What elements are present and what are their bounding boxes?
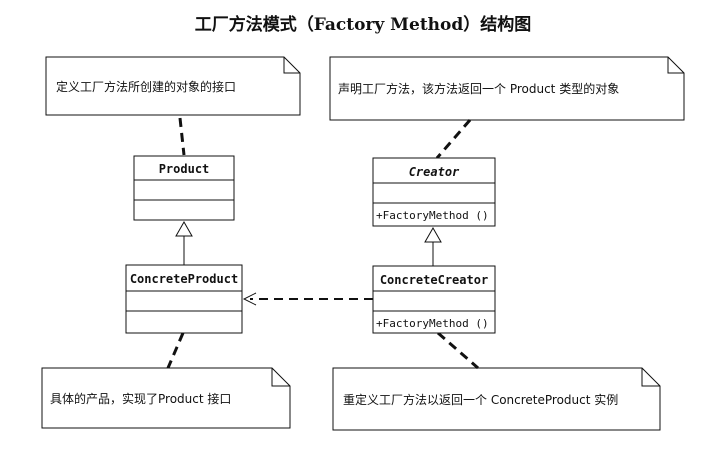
connector-concrete-product-note <box>166 332 185 369</box>
generalization-product <box>175 220 193 265</box>
note-concrete-creator <box>332 367 661 431</box>
note-product <box>45 56 301 116</box>
generalization-creator <box>424 226 442 266</box>
dependency-creates <box>242 292 373 306</box>
class-creator-method: +FactoryMethod () <box>376 209 489 222</box>
note-creator <box>329 56 685 121</box>
class-concrete-product <box>125 264 243 334</box>
class-concrete-creator-name: ConcreteCreator <box>380 273 488 287</box>
class-product <box>133 155 235 221</box>
note-product-text: 定义工厂方法所创建的对象的接口 <box>56 79 236 94</box>
class-creator-name: Creator <box>409 165 460 179</box>
note-creator-text: 声明工厂方法，该方法返回一个 Product 类型的对象 <box>338 81 619 96</box>
class-concrete-creator-method: +FactoryMethod () <box>376 317 489 330</box>
note-concrete-creator-text: 重定义工厂方法以返回一个 ConcreteProduct 实例 <box>343 392 618 407</box>
connector-product-note <box>178 117 186 156</box>
diagram-title: 工厂方法模式（Factory Method）结构图 <box>194 15 532 35</box>
class-concrete-creator <box>372 265 496 334</box>
connector-concrete-creator-note <box>437 331 479 370</box>
connector-creator-note <box>435 119 472 159</box>
class-creator <box>372 157 496 227</box>
note-concrete-product-text: 具体的产品，实现了Product 接口 <box>50 391 231 406</box>
note-concrete-product <box>41 367 291 429</box>
class-concrete-product-name: ConcreteProduct <box>130 272 238 286</box>
class-product-name: Product <box>159 162 210 176</box>
